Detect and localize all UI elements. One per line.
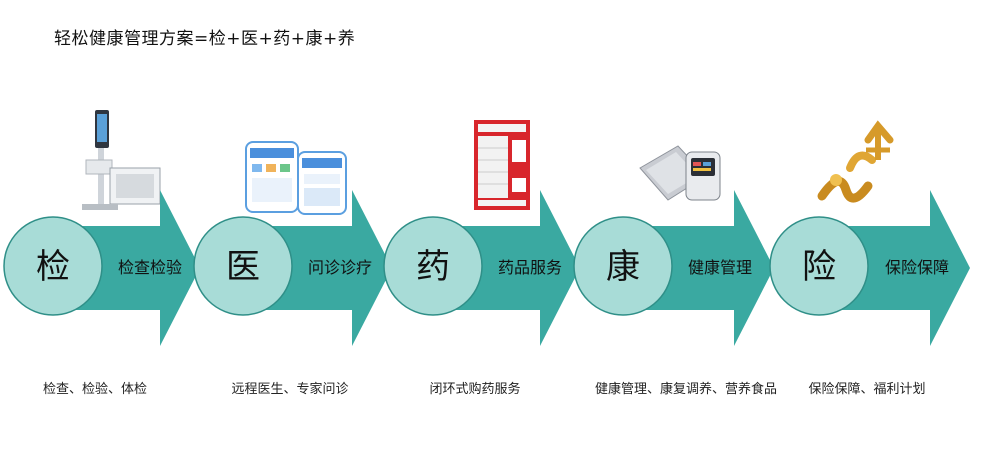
stage-medicine-circle	[383, 216, 483, 316]
therapy-device-icon	[639, 145, 721, 201]
page-title: 轻松健康管理方案=检+医+药+康+养	[54, 29, 356, 49]
stage-doctor-circle	[193, 216, 293, 316]
stage-medicine-label: 药品服务	[498, 258, 562, 277]
stage-insurance-char: 险	[802, 247, 836, 287]
stage-rehab-label: 健康管理	[688, 258, 752, 277]
stage-rehab-char: 康	[606, 247, 640, 287]
gold-currency-symbols-icon	[817, 120, 894, 203]
stage-medicine: 药 药品服务	[383, 120, 580, 346]
stage-rehab: 康 健康管理	[573, 145, 774, 346]
stage-check-circle	[3, 216, 103, 316]
health-check-kiosk-icon	[82, 110, 161, 210]
stage-doctor-label: 问诊诊疗	[308, 258, 372, 277]
stage-rehab-arrow	[618, 190, 774, 346]
stage-medicine-char: 药	[416, 247, 450, 287]
stage-doctor-description: 远程医生、专家问诊	[231, 382, 349, 397]
stage-doctor-arrow	[238, 190, 392, 346]
medicine-vending-machine-icon	[474, 120, 530, 210]
stage-check-char: 检	[36, 247, 70, 287]
stage-insurance: 险 保险保障	[769, 120, 970, 346]
stage-rehab-circle	[573, 216, 673, 316]
stage-doctor-char: 医	[226, 247, 260, 287]
stage-insurance-description: 保险保障、福利计划	[808, 382, 926, 397]
stage-rehab-description: 健康管理、康复调养、营养食品	[594, 382, 778, 397]
stage-doctor: 医 问诊诊疗	[193, 141, 392, 346]
stage-insurance-circle	[769, 216, 869, 316]
stage-check-label: 检查检验	[118, 258, 182, 277]
stage-check: 检 检查检验	[3, 110, 200, 346]
stage-check-description: 检查、检验、体检	[42, 382, 148, 397]
stage-medicine-description: 闭环式购药服务	[429, 382, 521, 397]
stage-insurance-label: 保险保障	[885, 258, 949, 277]
mobile-app-screens-icon	[245, 141, 347, 215]
